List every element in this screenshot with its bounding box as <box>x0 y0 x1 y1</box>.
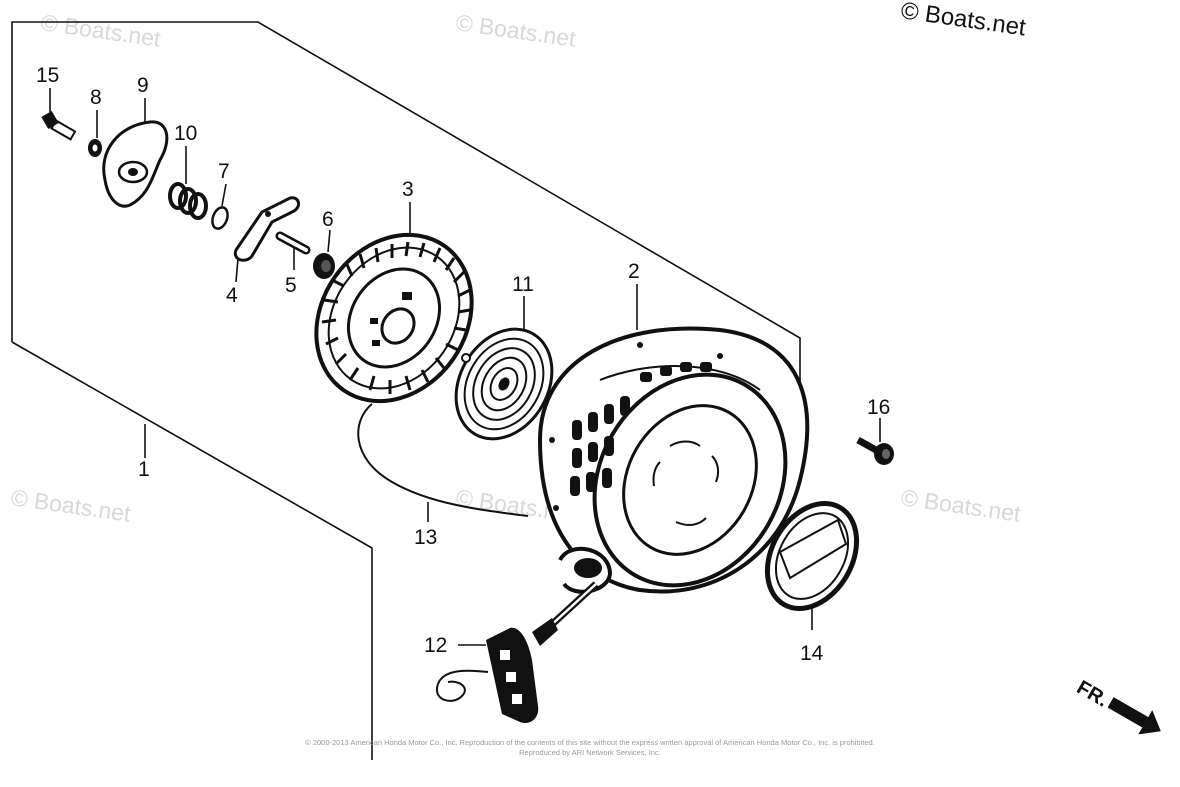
callout-1: 1 <box>138 458 150 481</box>
callout-4: 4 <box>226 284 238 307</box>
watermark-corner: © Boats.net <box>899 0 1028 41</box>
callout-5: 5 <box>285 274 297 297</box>
part-6-nut[interactable] <box>313 253 335 279</box>
leader-6 <box>327 229 331 253</box>
callout-13: 13 <box>414 526 437 549</box>
callout-15: 15 <box>36 64 59 87</box>
part-4-ratchet[interactable] <box>233 196 300 262</box>
callout-11: 11 <box>512 273 534 296</box>
part-9-ratchet-guide[interactable] <box>102 120 169 208</box>
part-11-return-spring[interactable] <box>437 312 571 456</box>
part-10-friction-spring[interactable] <box>168 182 208 220</box>
part-16-flange-bolt[interactable] <box>856 436 894 465</box>
footer-reproduction: Reproduced by ARI Network Services, Inc. <box>519 748 661 757</box>
watermark-top-center: © Boats.net <box>454 9 578 52</box>
callout-7: 7 <box>218 160 230 183</box>
callout-12: 12 <box>424 634 447 657</box>
part-2-starter-case[interactable] <box>537 326 823 620</box>
watermark-mid-right: © Boats.net <box>899 484 1023 527</box>
assembly-outline-bottom <box>11 341 373 760</box>
front-direction-marker: FR. <box>1073 676 1161 735</box>
callout-2: 2 <box>628 260 640 283</box>
callout-14: 14 <box>800 642 824 665</box>
assembly-outline <box>11 21 801 460</box>
part-8-washer[interactable] <box>88 139 102 157</box>
callout-10: 10 <box>174 122 197 145</box>
watermark-mid-left: © Boats.net <box>9 484 133 527</box>
leader-7 <box>221 183 227 207</box>
part-7-washer[interactable] <box>210 205 231 230</box>
callout-3: 3 <box>402 178 414 201</box>
footer-copyright: © 2000-2013 American Honda Motor Co., In… <box>305 738 875 747</box>
callout-6: 6 <box>322 208 334 231</box>
part-5-pin[interactable] <box>275 231 311 255</box>
leader-4 <box>235 257 239 283</box>
callout-9: 9 <box>137 74 149 97</box>
watermark-top-left: © Boats.net <box>39 9 163 52</box>
part-12-starter-grip[interactable] <box>435 581 599 724</box>
part-13-starter-rope[interactable] <box>357 403 529 517</box>
part-15-bolt[interactable] <box>41 110 77 141</box>
part-3-reel[interactable] <box>285 205 504 432</box>
callout-16: 16 <box>867 396 890 419</box>
fr-label: FR. <box>1073 676 1112 711</box>
callout-8: 8 <box>90 86 102 109</box>
part-14-cover-plate[interactable] <box>749 488 874 625</box>
